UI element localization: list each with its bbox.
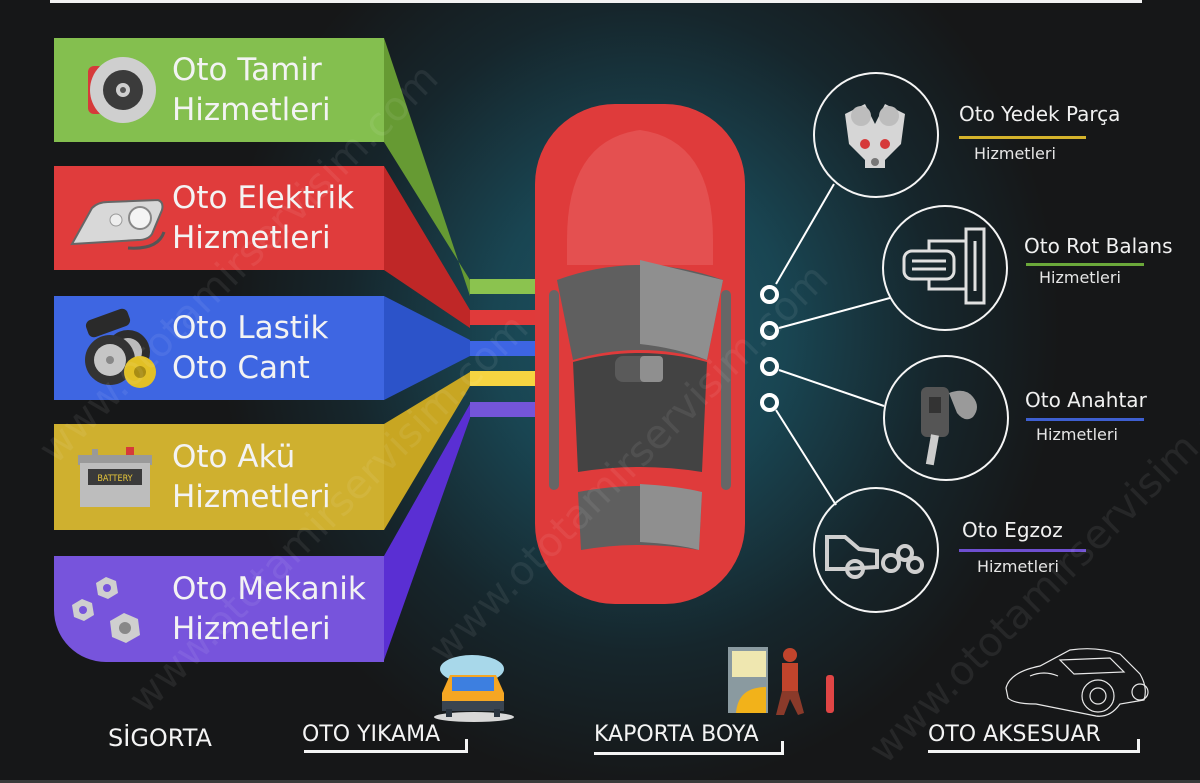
label-bracket — [928, 739, 1140, 753]
engine-icon[interactable] — [813, 72, 939, 198]
connector-dot — [760, 285, 779, 304]
car-key-icon[interactable] — [883, 355, 1009, 481]
paint-worker-icon — [728, 647, 834, 715]
nuts-icon — [68, 569, 168, 649]
strip-blue — [470, 341, 536, 356]
service-title: Oto Yedek Parça — [959, 102, 1121, 126]
label-bracket — [304, 739, 468, 753]
bottom-divider — [0, 780, 1200, 783]
bottom-label-oto-aksesuar[interactable]: OTO AKSESUAR — [928, 722, 1101, 747]
panel-title: Oto Mekanik — [172, 571, 366, 607]
bottom-label-kaporta-boya[interactable]: KAPORTA BOYA — [594, 722, 759, 747]
service-subtitle: Hizmetleri — [1036, 425, 1118, 444]
brake-disc-icon — [68, 50, 168, 130]
sports-car-outline-icon — [1005, 648, 1149, 717]
connector-dot — [760, 321, 779, 340]
panel-subtitle: Hizmetleri — [172, 611, 331, 647]
tires-rims-icon — [68, 308, 168, 388]
panel-title: Oto Lastik — [172, 310, 329, 346]
battery-icon: BATTERY — [68, 437, 168, 517]
strip-yellow — [470, 371, 536, 386]
strip-red — [470, 310, 536, 325]
bottom-label-oto-yikama[interactable]: OTO YIKAMA — [302, 722, 441, 747]
service-subtitle: Hizmetleri — [1039, 268, 1121, 287]
bottom-label-sigorta[interactable]: SİGORTA — [108, 724, 212, 752]
car-wash-icon — [434, 655, 514, 722]
car-top-view-illustration — [535, 104, 745, 604]
panel-subtitle: Hizmetleri — [172, 92, 331, 128]
panel-subtitle: Oto Cant — [172, 350, 310, 386]
panel-subtitle: Hizmetleri — [172, 479, 331, 515]
panel-title: Oto Elektrik — [172, 180, 355, 216]
service-subtitle: Hizmetleri — [974, 144, 1056, 163]
service-title: Oto Egzoz — [962, 518, 1063, 542]
headlight-icon — [68, 178, 168, 258]
service-underline — [959, 549, 1086, 552]
strip-purple — [470, 402, 536, 417]
label-bracket — [594, 741, 784, 755]
service-subtitle: Hizmetleri — [977, 557, 1059, 576]
service-underline — [959, 136, 1086, 139]
connector-dot — [760, 357, 779, 376]
service-title: Oto Rot Balans — [1024, 234, 1173, 258]
svg-text:BATTERY: BATTERY — [97, 474, 132, 484]
exhaust-icon[interactable] — [813, 487, 939, 613]
service-underline — [1026, 418, 1144, 421]
connector-dot — [760, 393, 779, 412]
service-title: Oto Anahtar — [1025, 388, 1147, 412]
top-divider — [50, 0, 1142, 3]
service-underline — [1026, 263, 1144, 266]
wheel-alignment-icon[interactable] — [882, 205, 1008, 331]
strip-green — [470, 279, 536, 294]
panel-title: Oto Akü — [172, 439, 296, 475]
panel-subtitle: Hizmetleri — [172, 220, 331, 256]
panel-title: Oto Tamir — [172, 52, 322, 88]
